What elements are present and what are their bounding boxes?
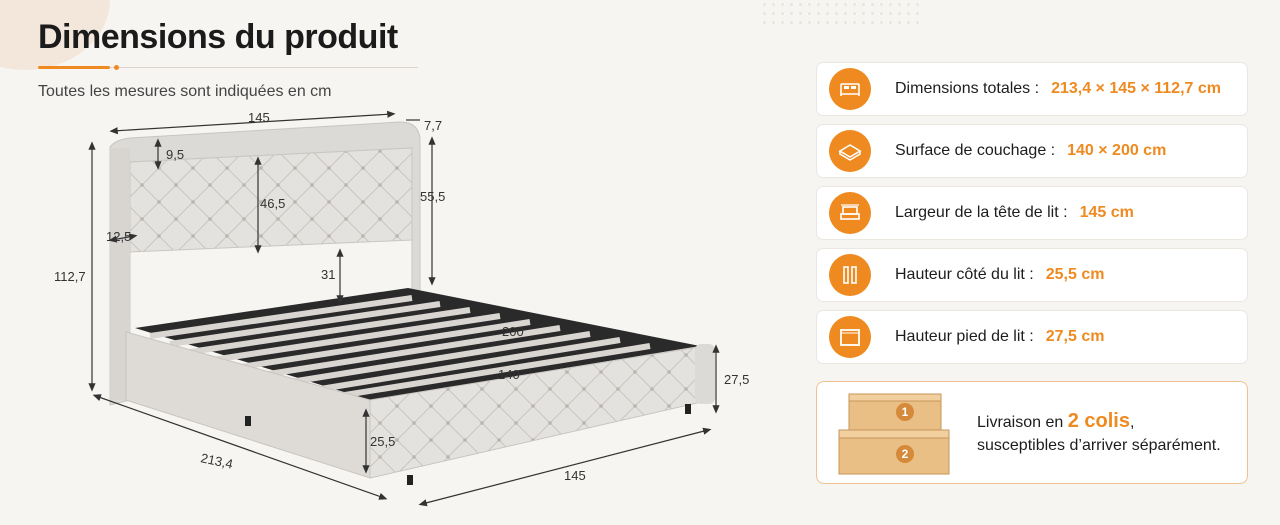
delivery-prefix: Livraison en <box>977 414 1064 431</box>
spec-card-total: Dimensions totales : 213,4 × 145 × 112,7… <box>816 62 1248 116</box>
delivery-line2: susceptibles d’arriver séparément. <box>977 437 1221 454</box>
spec-card-foot-height: Hauteur pied de lit : 27,5 cm <box>816 310 1248 364</box>
headboard-icon <box>829 192 871 234</box>
spec-value: 140 × 200 cm <box>1067 142 1167 159</box>
spec-card-headboard-width: Largeur de la tête de lit : 145 cm <box>816 186 1248 240</box>
dim-footboard-height: 27,5 <box>724 372 749 387</box>
spec-value: 145 cm <box>1079 204 1134 221</box>
title-accent-dot <box>114 65 119 70</box>
spec-label: Largeur de la tête de lit : <box>895 204 1068 221</box>
spec-label: Surface de couchage : <box>895 142 1056 159</box>
spec-label: Dimensions totales : <box>895 80 1040 97</box>
spec-label: Hauteur pied de lit : <box>895 328 1034 345</box>
bed-icon <box>829 68 871 110</box>
dim-total-height: 112,7 <box>54 269 86 284</box>
delivery-text: Livraison en 2 colis, susceptibles d’arr… <box>977 410 1221 457</box>
delivery-suffix: , <box>1130 414 1135 431</box>
spec-card-side-height: Hauteur côté du lit : 25,5 cm <box>816 248 1248 302</box>
headboard <box>109 121 421 406</box>
title-accent-bar <box>38 66 110 69</box>
dim-mattress-length: 200 <box>502 324 524 339</box>
spec-value: 213,4 × 145 × 112,7 cm <box>1051 80 1221 97</box>
dim-wing-depth: 7,7 <box>424 118 442 133</box>
box-1-number: 1 <box>902 405 909 419</box>
dim-clearance: 31 <box>321 267 335 282</box>
dim-headboard-panel: 46,5 <box>260 196 285 211</box>
dim-total-length: 213,4 <box>199 450 234 471</box>
dim-mattress-width: 140 <box>498 367 520 382</box>
units-note: Toutes les mesures sont indiquées en cm <box>38 83 332 100</box>
title-divider <box>38 67 418 68</box>
side-height-icon <box>829 254 871 296</box>
dim-front-width: 145 <box>564 468 586 483</box>
dimension-lines <box>88 110 720 507</box>
dot-pattern-decoration <box>760 0 920 30</box>
box-2-number: 2 <box>902 447 909 461</box>
delivery-highlight: 2 colis <box>1067 410 1130 432</box>
frame-icon <box>829 316 871 358</box>
package-boxes-icon: 1 2 <box>838 393 950 475</box>
dim-headboard-width: 145 <box>248 110 270 125</box>
page-title: Dimensions du produit <box>38 18 398 56</box>
delivery-card: 1 2 Livraison en 2 colis, susceptibles d… <box>816 381 1248 484</box>
mattress-icon <box>829 130 871 172</box>
spec-card-sleeping-surface: Surface de couchage : 140 × 200 cm <box>816 124 1248 178</box>
dim-headboard-height: 55,5 <box>420 189 445 204</box>
spec-label: Hauteur côté du lit : <box>895 266 1034 283</box>
dim-top-rail: 9,5 <box>166 147 184 162</box>
dim-side-height: 25,5 <box>370 434 395 449</box>
spec-value: 25,5 cm <box>1045 266 1105 283</box>
dim-wing-width: 12,5 <box>106 229 131 244</box>
bed-dimension-drawing: 145 7,7 9,5 46,5 55,5 12,5 112,7 31 200 … <box>54 110 749 507</box>
spec-value: 27,5 cm <box>1045 328 1105 345</box>
